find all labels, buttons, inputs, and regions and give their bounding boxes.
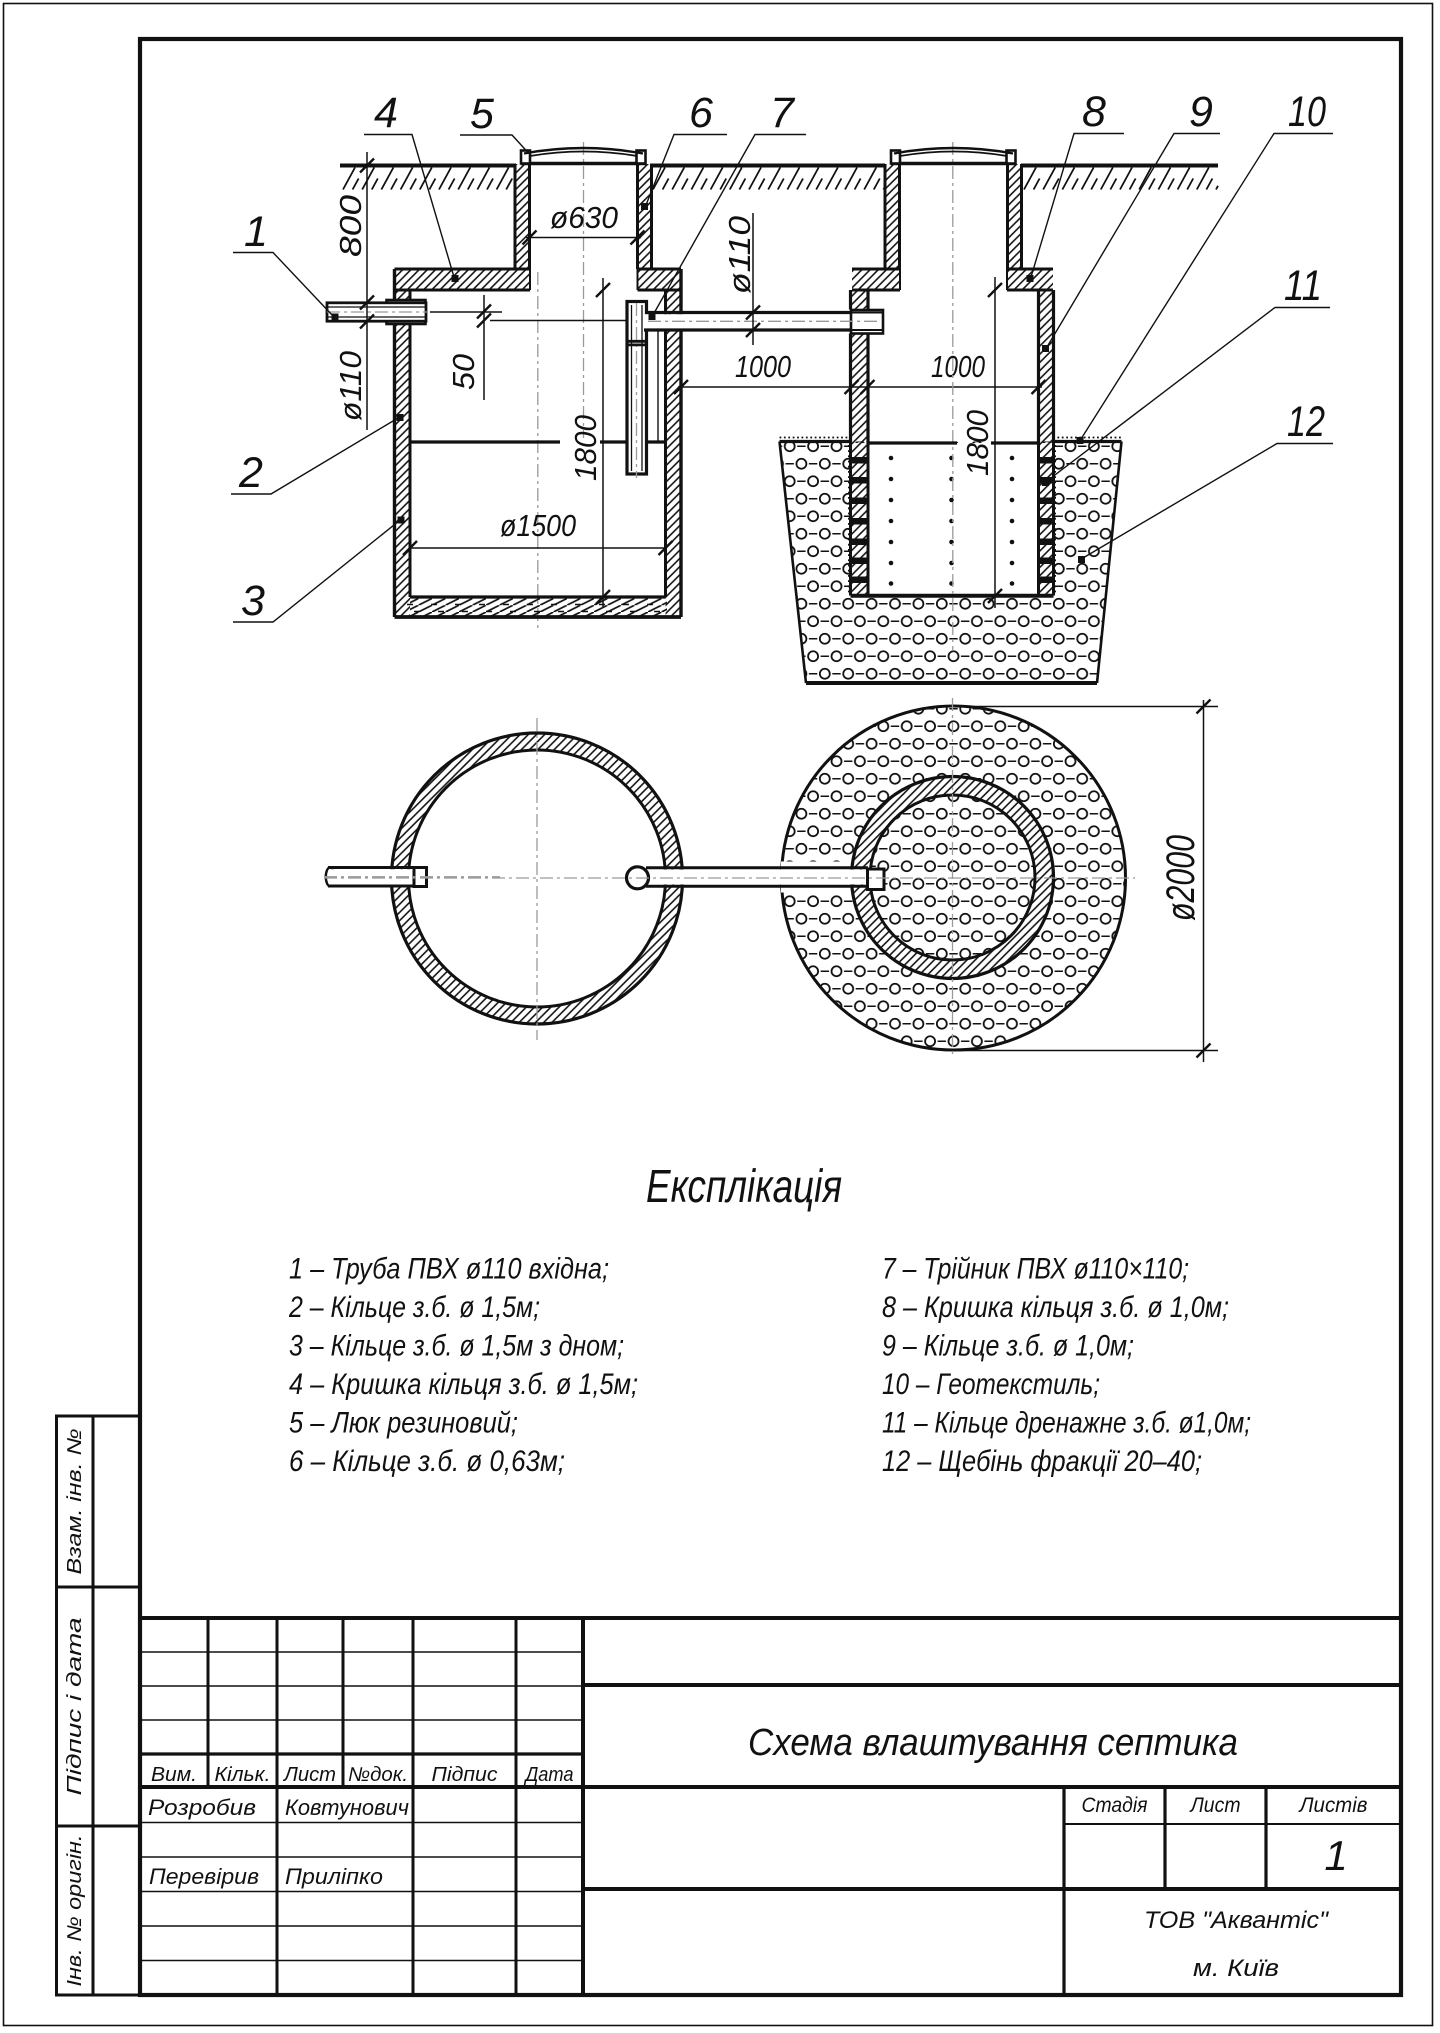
svg-text:11 – Кільце дренажне з.б. ø1,0: 11 – Кільце дренажне з.б. ø1,0м; xyxy=(882,1407,1251,1440)
svg-text:Лист: Лист xyxy=(282,1764,336,1786)
svg-text:ТОВ "Аквантіс": ТОВ "Аквантіс" xyxy=(1144,1907,1330,1934)
svg-text:9 – Кільце з.б. ø 1,0м;: 9 – Кільце з.б. ø 1,0м; xyxy=(882,1330,1134,1363)
svg-text:Експлікація: Експлікація xyxy=(646,1160,842,1212)
svg-text:№док.: №док. xyxy=(348,1764,408,1786)
svg-text:1800: 1800 xyxy=(568,415,603,481)
svg-text:1800: 1800 xyxy=(960,410,995,476)
svg-text:6: 6 xyxy=(689,89,713,137)
svg-text:Підпис і дата: Підпис і дата xyxy=(64,1618,86,1796)
svg-text:Інв. № оригін.: Інв. № оригін. xyxy=(64,1835,86,1987)
svg-text:10: 10 xyxy=(1288,88,1326,136)
svg-text:1000: 1000 xyxy=(931,349,985,384)
svg-text:Кільк.: Кільк. xyxy=(215,1764,271,1786)
svg-text:Листів: Листів xyxy=(1298,1794,1368,1817)
svg-text:12 – Щебінь фракції 20–40;: 12 – Щебінь фракції 20–40; xyxy=(882,1445,1202,1478)
svg-text:2: 2 xyxy=(238,449,263,497)
svg-text:7 – Трійник ПВХ ø110×110;: 7 – Трійник ПВХ ø110×110; xyxy=(882,1253,1189,1286)
svg-text:4 – Кришка кільця з.б. ø 1,5м;: 4 – Кришка кільця з.б. ø 1,5м; xyxy=(289,1368,638,1401)
svg-text:Дата: Дата xyxy=(524,1764,574,1786)
svg-text:4: 4 xyxy=(374,89,398,137)
svg-text:6 – Кільце з.б. ø 0,63м;: 6 – Кільце з.б. ø 0,63м; xyxy=(289,1445,565,1478)
svg-text:ø2000: ø2000 xyxy=(1159,835,1203,921)
svg-text:ø630: ø630 xyxy=(550,200,618,235)
svg-text:Розробив: Розробив xyxy=(148,1795,256,1820)
svg-text:Взам. інв. №: Взам. інв. № xyxy=(64,1429,86,1575)
svg-text:7: 7 xyxy=(770,89,796,137)
svg-text:Вим.: Вим. xyxy=(151,1764,197,1786)
svg-text:10 – Геотекстиль;: 10 – Геотекстиль; xyxy=(882,1368,1100,1401)
svg-text:Ковтунович: Ковтунович xyxy=(285,1795,409,1820)
svg-text:5: 5 xyxy=(470,90,495,138)
svg-text:Перевірив: Перевірив xyxy=(149,1864,259,1889)
svg-text:8: 8 xyxy=(1082,88,1106,136)
svg-text:11: 11 xyxy=(1284,262,1322,310)
svg-text:1 – Труба ПВХ ø110 вхідна;: 1 – Труба ПВХ ø110 вхідна; xyxy=(289,1253,609,1286)
svg-text:3: 3 xyxy=(241,577,265,625)
svg-text:3 – Кільце з.б. ø 1,5м з дном;: 3 – Кільце з.б. ø 1,5м з дном; xyxy=(289,1330,624,1363)
svg-text:50: 50 xyxy=(446,354,481,390)
svg-text:Лист: Лист xyxy=(1189,1794,1241,1817)
svg-text:1000: 1000 xyxy=(735,349,791,384)
svg-text:2 – Кільце з.б. ø 1,5м;: 2 – Кільце з.б. ø 1,5м; xyxy=(288,1291,540,1324)
svg-text:Стадія: Стадія xyxy=(1082,1794,1148,1817)
svg-text:Схема влаштування септика: Схема влаштування септика xyxy=(748,1722,1238,1764)
svg-text:ø110: ø110 xyxy=(722,216,757,294)
svg-text:5 – Люк резиновий;: 5 – Люк резиновий; xyxy=(289,1407,518,1440)
svg-text:ø1500: ø1500 xyxy=(500,508,576,543)
svg-text:Підпис: Підпис xyxy=(432,1764,498,1786)
svg-text:800: 800 xyxy=(333,195,368,257)
svg-text:8 – Кришка кільця з.б. ø 1,0м;: 8 – Кришка кільця з.б. ø 1,0м; xyxy=(882,1291,1229,1324)
svg-text:Приліпко: Приліпко xyxy=(285,1864,383,1889)
svg-text:12: 12 xyxy=(1287,398,1325,446)
svg-text:9: 9 xyxy=(1189,88,1213,136)
svg-text:ø110: ø110 xyxy=(333,351,368,421)
svg-text:1: 1 xyxy=(244,208,268,256)
svg-text:1: 1 xyxy=(1324,1832,1347,1879)
svg-text:м. Київ: м. Київ xyxy=(1193,1955,1279,1982)
